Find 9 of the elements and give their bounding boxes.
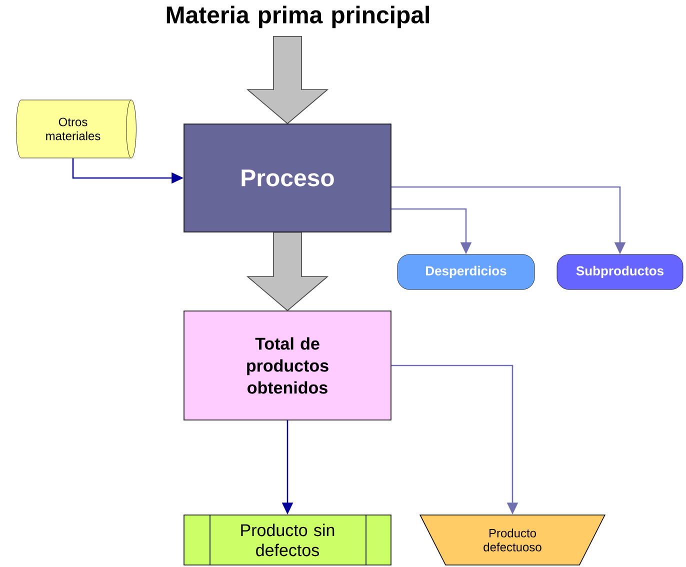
block-arrow: [246, 36, 329, 124]
rounded-box: Desperdicios: [397, 254, 535, 290]
result-box: Total de productos obtenidos: [184, 310, 392, 420]
process-box: Producto sin defectos: [184, 514, 392, 566]
block-arrow: [246, 232, 329, 312]
rounded-box: Subproductos: [556, 254, 684, 290]
cylinder-box: Otros materiales: [16, 100, 136, 158]
process-box: Proceso: [184, 124, 392, 232]
title-text: Materia prima principal: [166, 6, 429, 28]
